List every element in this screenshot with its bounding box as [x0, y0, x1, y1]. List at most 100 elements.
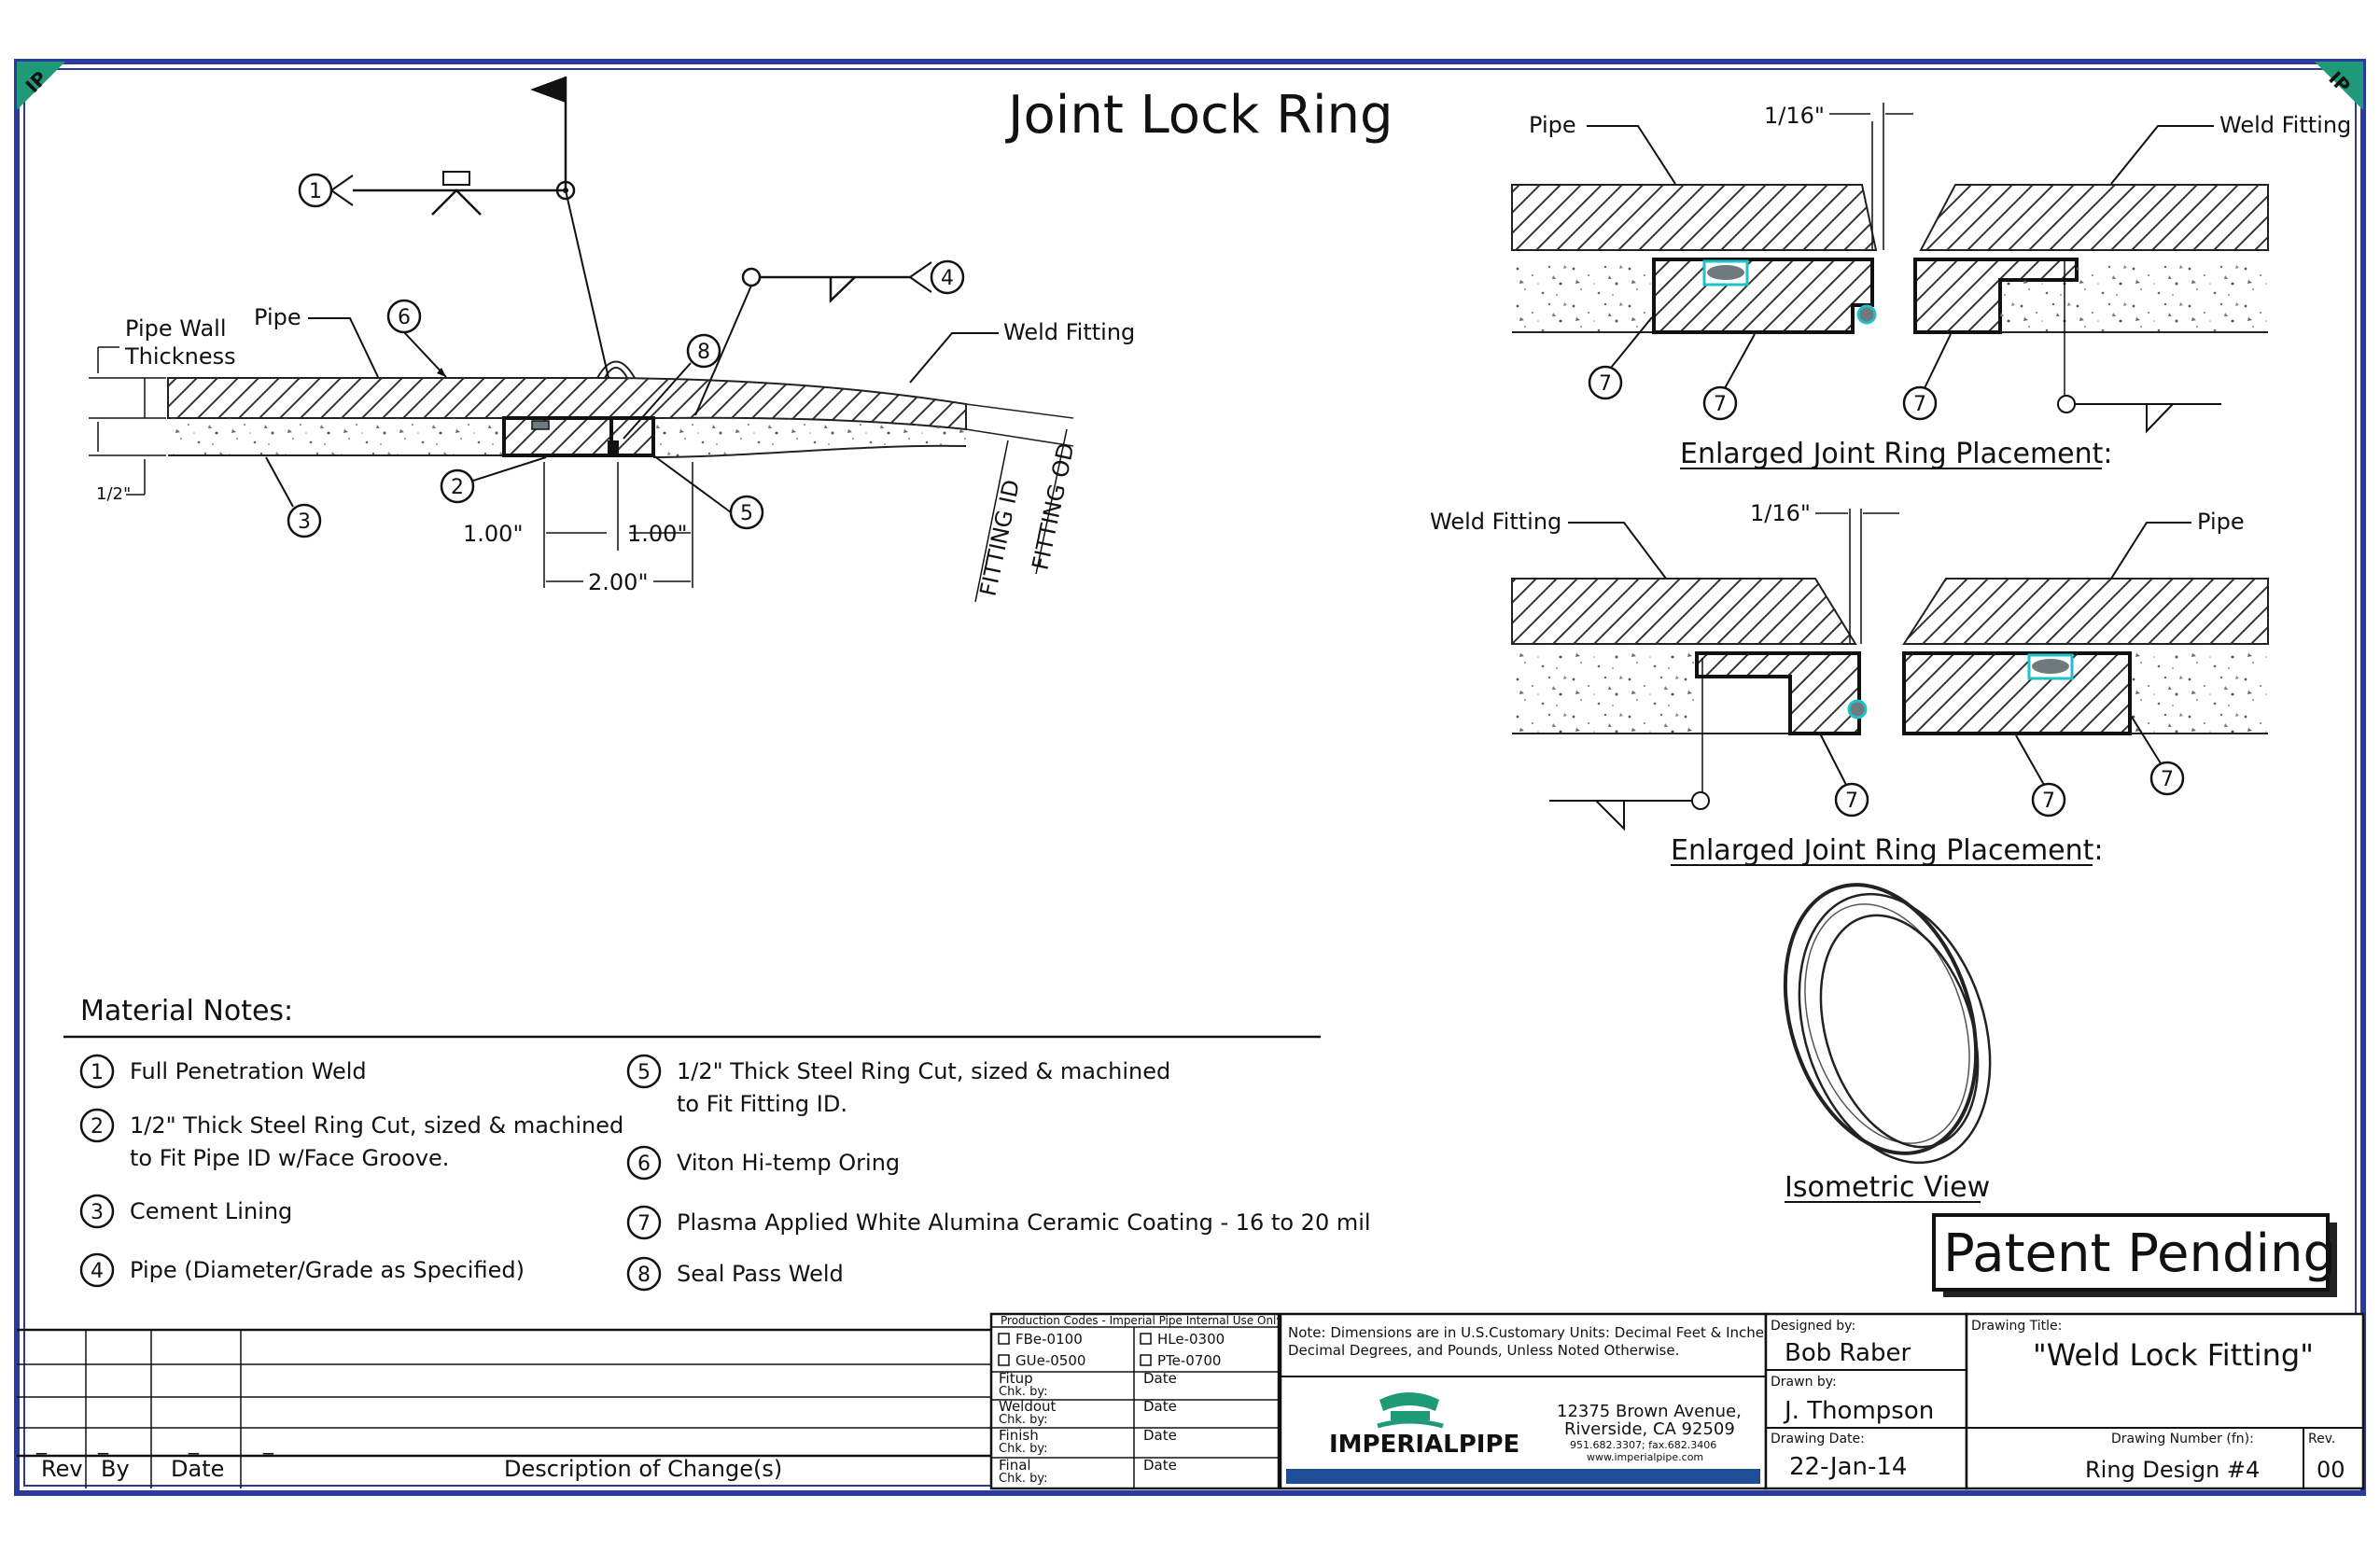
svg-text:Note: Dimensions are in U.S.C: Note: Dimensions are in U.S.Customary Un… [1288, 1324, 1776, 1341]
svg-text:Finish: Finish [999, 1427, 1039, 1444]
svg-text:7: 7 [2161, 768, 2174, 791]
svg-text:Designed by:: Designed by: [1771, 1319, 1855, 1334]
svg-text:Viton Hi-temp Oring: Viton Hi-temp Oring [677, 1150, 900, 1176]
sheet-border [14, 59, 2366, 1496]
svg-text:Date: Date [171, 1456, 224, 1482]
svg-text:1/2" Thick Steel Ring Cut, si: 1/2" Thick Steel Ring Cut, sized & machi… [677, 1058, 1170, 1084]
material-notes: Material Notes: 1 Full Penetration Weld 2 1… [63, 995, 1371, 1292]
svg-text:Description of Change(s): Description of Change(s) [504, 1456, 782, 1482]
section-view: 1 4 6 8 2 5 3 [89, 77, 1135, 603]
isometric-caption: Isometric View [1785, 1171, 1990, 1204]
svg-text:2.00": 2.00" [588, 569, 648, 595]
svg-text:J. Thompson: J. Thompson [1783, 1397, 1934, 1425]
svg-text:1: 1 [91, 1061, 104, 1084]
svg-text:8: 8 [697, 341, 710, 364]
svg-text:8: 8 [637, 1264, 651, 1287]
material-note-2: 2 1/2" Thick Steel Ring Cut, sized & mach… [79, 1108, 623, 1171]
svg-text:Pipe: Pipe [2197, 509, 2245, 535]
svg-text:1/2": 1/2" [96, 484, 131, 504]
svg-text:1: 1 [309, 180, 322, 203]
svg-text:Bob Raber: Bob Raber [1785, 1339, 1911, 1367]
svg-text:1.00": 1.00" [463, 521, 523, 547]
svg-text:Drawing Number (fn):: Drawing Number (fn): [2111, 1432, 2254, 1446]
svg-text:Final: Final [999, 1457, 1031, 1474]
svg-text:7: 7 [1714, 393, 1727, 416]
svg-text:Material Notes:: Material Notes: [80, 995, 293, 1027]
svg-text:Production Codes - Imperial Pi: Production Codes - Imperial Pipe Interna… [1001, 1314, 1283, 1327]
svg-text:Pipe (Diameter/Grade as Specif: Pipe (Diameter/Grade as Specified) [130, 1257, 525, 1283]
svg-text:2: 2 [451, 476, 464, 499]
svg-text:Seal Pass Weld: Seal Pass Weld [677, 1261, 844, 1287]
svg-text:Chk. by:: Chk. by: [999, 1385, 1048, 1399]
svg-text:7: 7 [637, 1212, 651, 1236]
svg-text:Rev.: Rev. [2308, 1432, 2335, 1446]
svg-text:"Weld Lock Fitting": "Weld Lock Fitting" [2033, 1337, 2314, 1373]
enlarged-bottom-caption: Enlarged Joint Ring Placement: [1671, 834, 2104, 867]
corner-logo-left: IP [17, 62, 65, 110]
svg-text:6: 6 [398, 306, 411, 329]
svg-text:_: _ [188, 1432, 200, 1455]
svg-text:Full Penetration Weld: Full Penetration Weld [130, 1058, 367, 1084]
title-block: _ _ _ _ Rev By Date Description of Chang… [17, 1312, 2365, 1490]
svg-text:FBe-0100: FBe-0100 [1015, 1331, 1083, 1348]
svg-text:_: _ [97, 1432, 109, 1455]
svg-text:5: 5 [740, 502, 753, 525]
enlarged-joint-top: 1/16" Pipe Weld Fitting 7 7 7 Enlarged J… [1511, 103, 2351, 470]
svg-text:Pipe: Pipe [1529, 112, 1576, 138]
svg-text:Date: Date [1143, 1398, 1177, 1415]
svg-text:Chk. by:: Chk. by: [999, 1472, 1048, 1486]
svg-text:22-Jan-14: 22-Jan-14 [1789, 1453, 1907, 1481]
isometric-ring: Isometric View [1783, 883, 1992, 1204]
corner-logo-right: IP [2315, 62, 2363, 110]
svg-text:HLe-0300: HLe-0300 [1157, 1331, 1225, 1348]
material-note-5: 5 1/2" Thick Steel Ring Cut, sized & mach… [626, 1054, 1170, 1117]
svg-text:Decimal Degrees, and Pounds, U: Decimal Degrees, and Pounds, Unless Note… [1288, 1342, 1679, 1359]
svg-text:Plasma Applied White Alumina C: Plasma Applied White Alumina Ceramic Coa… [677, 1209, 1371, 1236]
svg-text:Pipe Wall: Pipe Wall [125, 315, 226, 342]
svg-text:Cement Lining: Cement Lining [130, 1198, 292, 1224]
svg-text:1/16": 1/16" [1764, 103, 1825, 129]
company-name: IMPERIALPIPE [1329, 1431, 1519, 1459]
svg-text:PTe-0700: PTe-0700 [1157, 1352, 1221, 1369]
svg-text:Drawing Date:: Drawing Date: [1771, 1432, 1865, 1446]
svg-text:7: 7 [2042, 789, 2055, 813]
material-note-8: 8 Seal Pass Weld [626, 1256, 844, 1292]
svg-text:to Fit Fitting ID.: to Fit Fitting ID. [677, 1091, 847, 1117]
svg-text:5: 5 [637, 1061, 651, 1084]
material-note-4: 4 Pipe (Diameter/Grade as Specified) [79, 1252, 525, 1288]
enlarged-top-caption: Enlarged Joint Ring Placement: [1680, 438, 2113, 470]
svg-text:Chk. by:: Chk. by: [999, 1413, 1048, 1427]
svg-text:Riverside, CA 92509: Riverside, CA 92509 [1564, 1419, 1735, 1439]
material-note-7: 7 Plasma Applied White Alumina Ceramic Co… [626, 1205, 1371, 1240]
svg-text:7: 7 [1845, 789, 1858, 813]
svg-text:Date: Date [1143, 1457, 1177, 1474]
svg-text:Chk. by:: Chk. by: [999, 1442, 1048, 1456]
svg-text:2: 2 [91, 1115, 104, 1139]
svg-text:Date: Date [1143, 1370, 1177, 1387]
svg-text:4: 4 [941, 267, 954, 290]
material-note-1: 1 Full Penetration Weld [79, 1054, 367, 1089]
svg-text:GUe-0500: GUe-0500 [1015, 1352, 1085, 1369]
svg-text:Pipe: Pipe [254, 304, 301, 330]
svg-text:6: 6 [637, 1153, 651, 1176]
enlarged-joint-bottom: 1/16" Weld Fitting Pipe 7 7 7 Enlarged J… [1430, 500, 2269, 867]
svg-text:951.682.3307; fax.682.3406: 951.682.3307; fax.682.3406 [1570, 1439, 1716, 1451]
svg-text:1/2" Thick Steel Ring Cut, si: 1/2" Thick Steel Ring Cut, sized & machi… [130, 1112, 623, 1139]
svg-text:_: _ [262, 1432, 274, 1455]
svg-text:Weldout: Weldout [999, 1398, 1057, 1415]
material-note-6: 6 Viton Hi-temp Oring [626, 1145, 900, 1181]
svg-text:Date: Date [1143, 1427, 1177, 1444]
svg-text:Weld Fitting: Weld Fitting [1430, 509, 1561, 535]
svg-text:Thickness: Thickness [124, 343, 236, 370]
svg-text:www.imperialpipe.com: www.imperialpipe.com [1587, 1451, 1703, 1463]
svg-text:Weld Fitting: Weld Fitting [1003, 319, 1135, 345]
svg-text:Weld Fitting: Weld Fitting [2219, 112, 2351, 138]
svg-text:7: 7 [1913, 393, 1926, 416]
svg-text:1/16": 1/16" [1750, 500, 1811, 526]
svg-text:00: 00 [2317, 1457, 2345, 1483]
svg-text:1.00": 1.00" [627, 521, 687, 547]
svg-text:4: 4 [91, 1260, 104, 1283]
svg-text:FITTING OD: FITTING OD [1027, 440, 1079, 572]
